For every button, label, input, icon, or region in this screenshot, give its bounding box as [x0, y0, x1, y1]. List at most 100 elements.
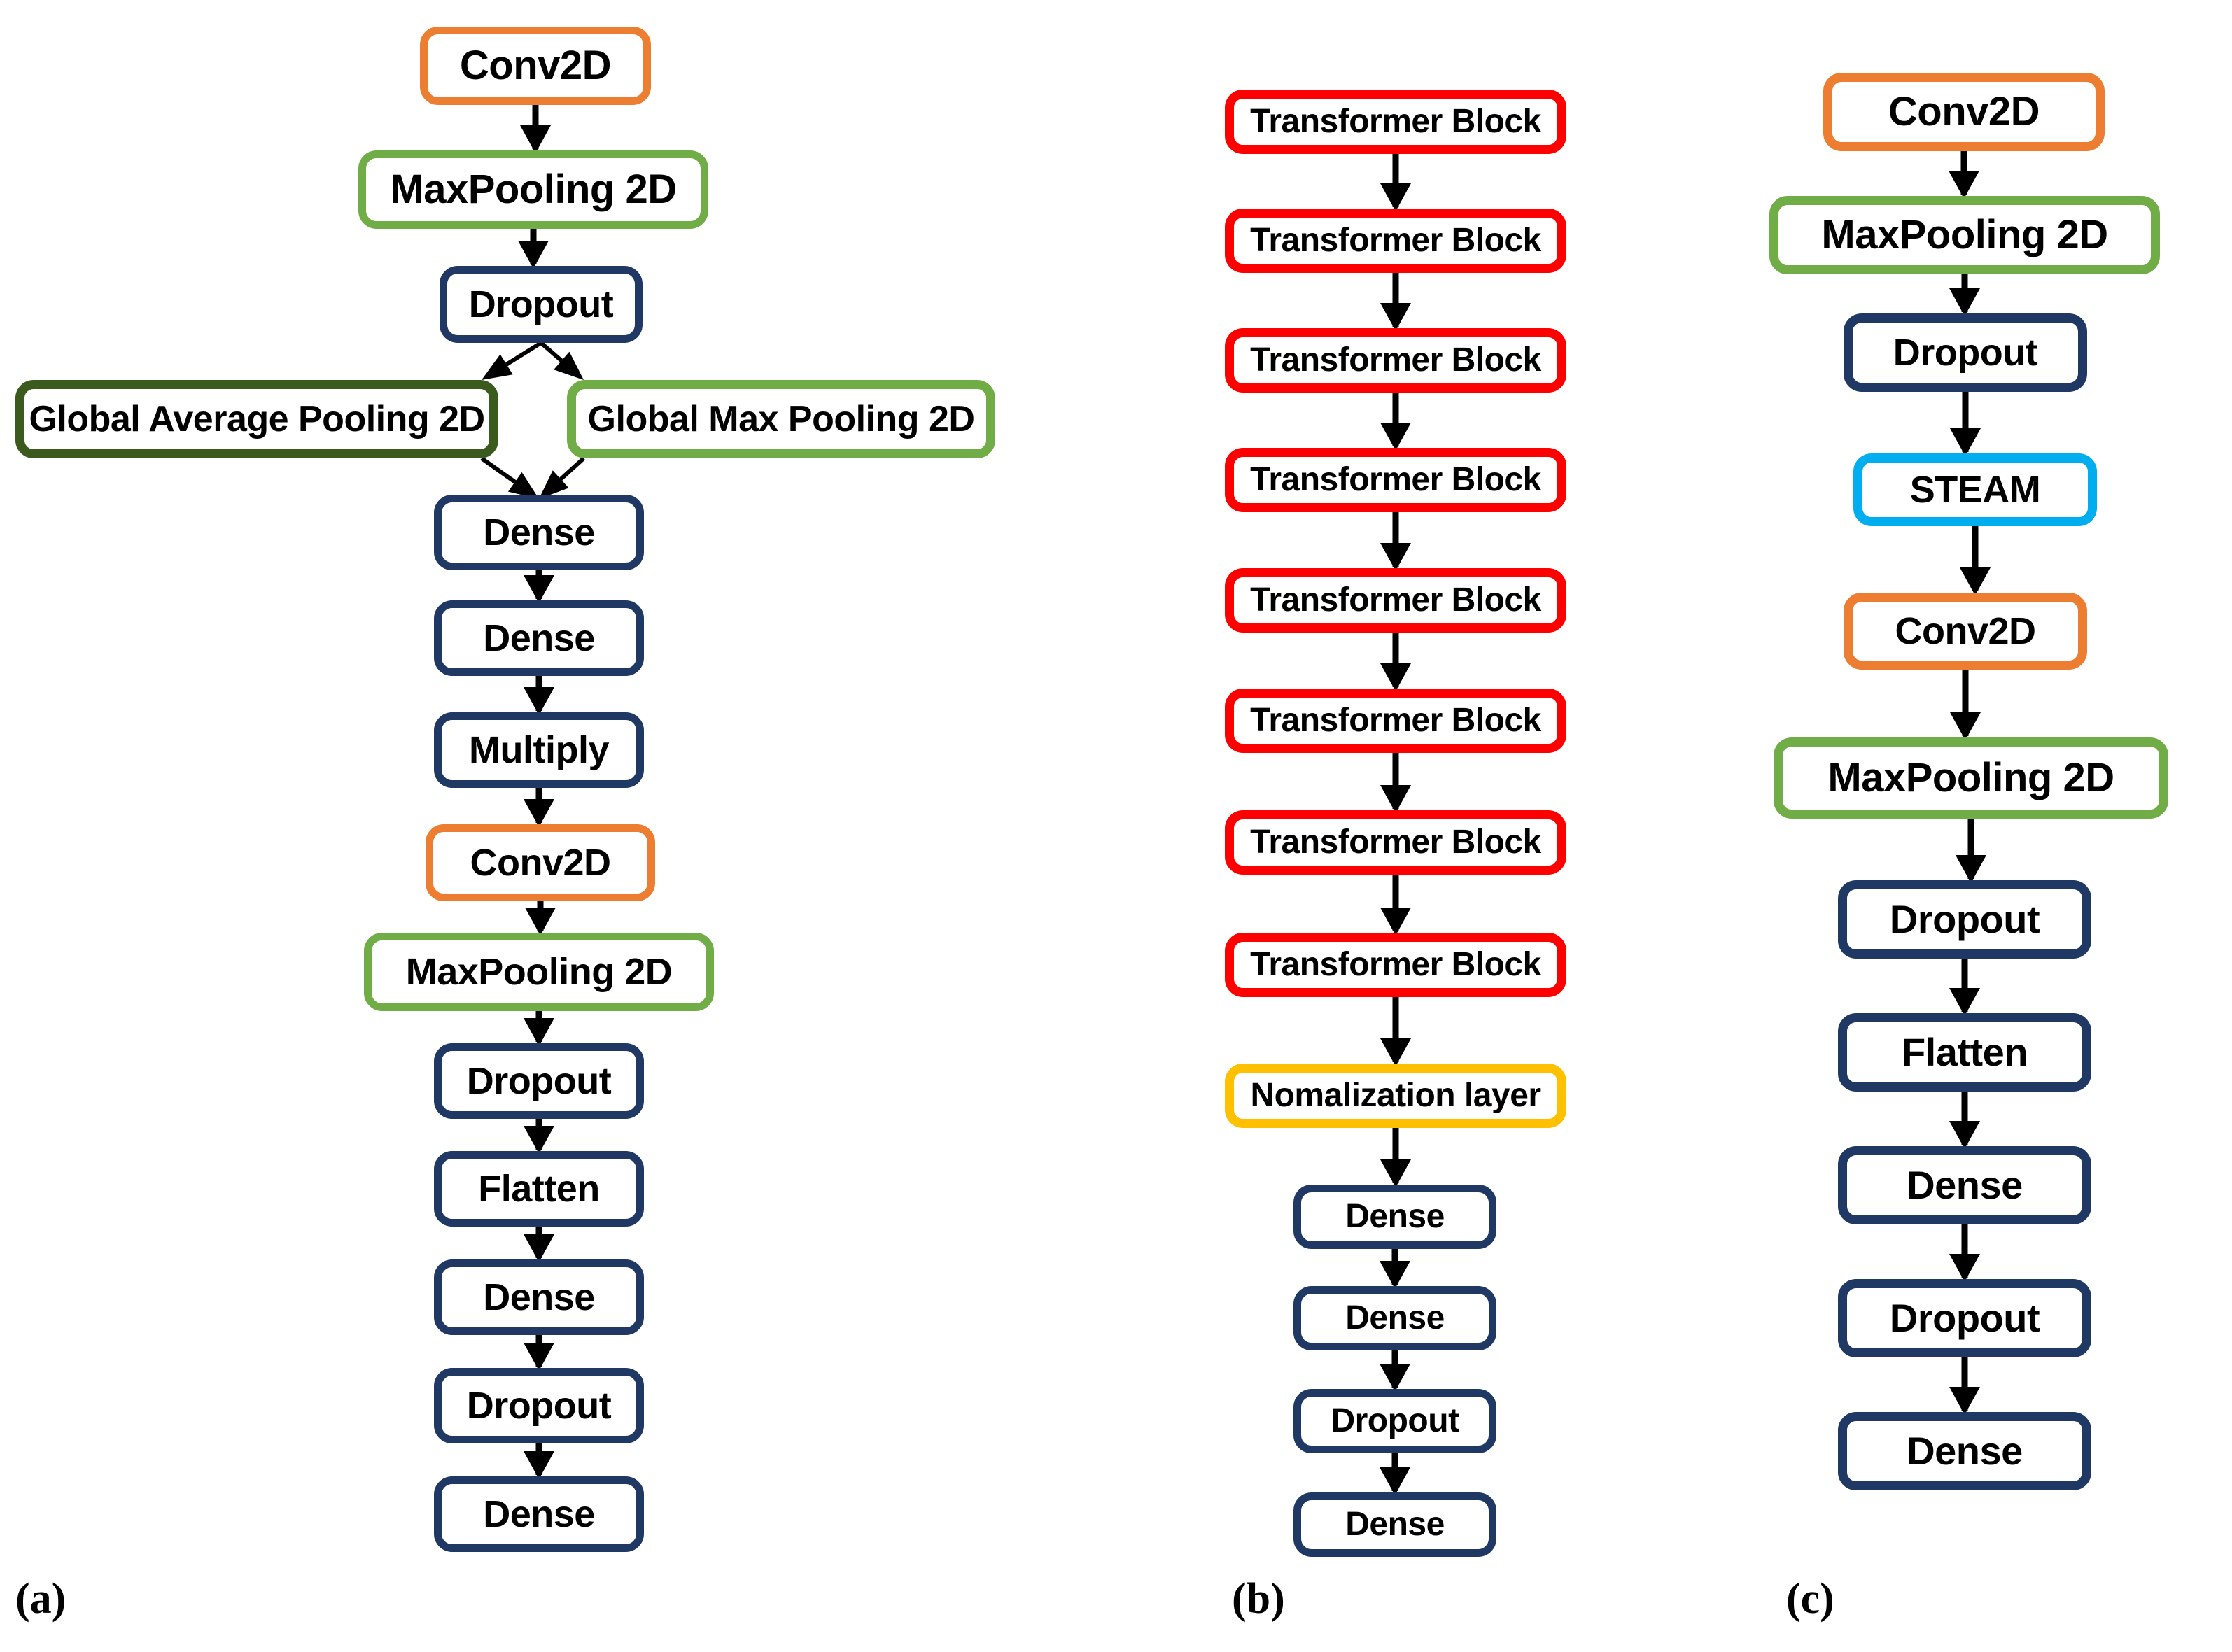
- layer-node-transformer-block: Transformer Block: [1225, 933, 1566, 997]
- arrow-head: [1380, 1038, 1411, 1066]
- layer-node-maxpooling-2d: MaxPooling 2D: [364, 933, 714, 1011]
- arrow-head: [1380, 1159, 1411, 1187]
- arrow-head: [1380, 303, 1411, 331]
- flow-arrow: [1949, 1357, 1980, 1415]
- layer-node-dense: Dense: [1293, 1185, 1496, 1249]
- layer-node-dense: Dense: [1838, 1146, 2091, 1224]
- layer-node-global-average-pooling-2d: Global Average Pooling 2D: [15, 380, 498, 458]
- arrow-head: [1960, 567, 1991, 595]
- flow-arrow: [1949, 959, 1980, 1016]
- flow-arrow: [1950, 392, 1981, 456]
- arrow-head: [1949, 288, 1980, 316]
- panel-label-b: (b): [1232, 1575, 1285, 1623]
- flow-arrow: [1380, 633, 1411, 691]
- flow-arrow: [1949, 274, 1980, 316]
- flow-arrow: [524, 676, 554, 715]
- layer-node-maxpooling-2d: MaxPooling 2D: [1774, 737, 2168, 819]
- layer-node-transformer-block: Transformer Block: [1225, 209, 1566, 273]
- arrow-head: [1949, 1121, 1980, 1149]
- layer-node-dense: Dense: [434, 1476, 644, 1552]
- layer-node-transformer-block: Transformer Block: [1225, 810, 1566, 875]
- arrow-head: [524, 1018, 554, 1046]
- layer-node-flatten: Flatten: [1838, 1013, 2091, 1092]
- flow-arrow: [525, 901, 556, 936]
- flow-arrow: [524, 1443, 554, 1479]
- arrow-head: [524, 1343, 554, 1371]
- flow-arrow: [1949, 1224, 1980, 1282]
- merge-arrow: [539, 456, 586, 499]
- layer-node-transformer-block: Transformer Block: [1225, 90, 1566, 154]
- layer-node-maxpooling-2d: MaxPooling 2D: [358, 150, 708, 229]
- layer-node-dropout: Dropout: [440, 266, 643, 343]
- layer-node-flatten: Flatten: [434, 1151, 644, 1227]
- layer-node-transformer-block: Transformer Block: [1225, 448, 1566, 512]
- flow-arrow: [1380, 1350, 1410, 1392]
- flow-arrow: [1949, 1092, 1980, 1149]
- flow-arrow: [1380, 154, 1411, 211]
- layer-node-dropout: Dropout: [1293, 1389, 1496, 1453]
- layer-node-conv2d: Conv2D: [426, 824, 655, 901]
- arrow-head: [1950, 712, 1981, 740]
- arrow-head: [524, 1451, 554, 1479]
- arrow-head: [1949, 171, 1979, 199]
- arrow-head: [525, 908, 556, 936]
- arrow-head: [518, 241, 549, 269]
- flow-arrow: [1380, 753, 1411, 813]
- arrow-head: [524, 799, 554, 827]
- flow-arrow: [520, 105, 551, 153]
- arrow-head: [524, 575, 554, 603]
- arrow-head: [1380, 1261, 1410, 1289]
- arrow-head: [1949, 1254, 1980, 1282]
- arrow-head: [524, 1126, 554, 1154]
- layer-node-dense: Dense: [1838, 1412, 2091, 1490]
- layer-node-dense: Dense: [434, 1259, 644, 1335]
- flow-arrow: [1380, 1128, 1411, 1187]
- arrow-head: [1949, 1387, 1980, 1415]
- arrow-stem: [540, 341, 563, 362]
- flow-arrow: [524, 1335, 554, 1371]
- layer-node-multiply: Multiply: [434, 712, 644, 788]
- arrow-head: [1380, 663, 1411, 691]
- arrow-head: [1380, 183, 1411, 211]
- layer-node-nomalization-layer: Nomalization layer: [1225, 1064, 1566, 1128]
- flow-arrow: [1380, 875, 1411, 936]
- arrow-head: [482, 354, 513, 380]
- arrow-stem: [480, 456, 517, 484]
- flow-arrow: [518, 229, 549, 269]
- flow-arrow: [1960, 526, 1991, 595]
- flow-arrow: [1380, 1453, 1410, 1495]
- layer-node-dropout: Dropout: [1838, 1279, 2091, 1357]
- flow-arrow: [524, 1227, 554, 1262]
- arrow-head: [539, 470, 569, 499]
- arrow-head: [1950, 428, 1981, 456]
- layer-node-dense: Dense: [1293, 1286, 1496, 1350]
- layer-node-conv2d: Conv2D: [1844, 593, 2087, 670]
- layer-node-transformer-block: Transformer Block: [1225, 328, 1566, 393]
- layer-node-dense: Dense: [434, 600, 644, 676]
- arrow-head: [1380, 785, 1411, 813]
- flow-arrow: [524, 788, 554, 827]
- flow-arrow: [1380, 512, 1411, 571]
- arrow-head: [1380, 543, 1411, 571]
- branch-arrow: [540, 341, 584, 380]
- arrow-head: [1380, 423, 1411, 451]
- flow-arrow: [1956, 819, 1986, 883]
- flow-arrow: [524, 570, 554, 603]
- layer-node-conv2d: Conv2D: [420, 27, 651, 105]
- arrow-head: [524, 687, 554, 715]
- panel-label-a: (a): [15, 1575, 66, 1623]
- arrow-head: [1380, 1364, 1410, 1392]
- arrow-head: [554, 351, 584, 380]
- arrow-stem: [505, 341, 542, 367]
- layer-node-transformer-block: Transformer Block: [1225, 568, 1566, 633]
- layer-node-dropout: Dropout: [1844, 313, 2087, 392]
- panel-label-c: (c): [1786, 1575, 1834, 1623]
- arrow-head: [520, 125, 551, 153]
- flow-arrow: [1380, 273, 1411, 331]
- arrow-stem: [559, 456, 586, 481]
- arrow-head: [1949, 988, 1980, 1016]
- arrow-head: [507, 472, 539, 499]
- arrow-head: [1956, 855, 1986, 883]
